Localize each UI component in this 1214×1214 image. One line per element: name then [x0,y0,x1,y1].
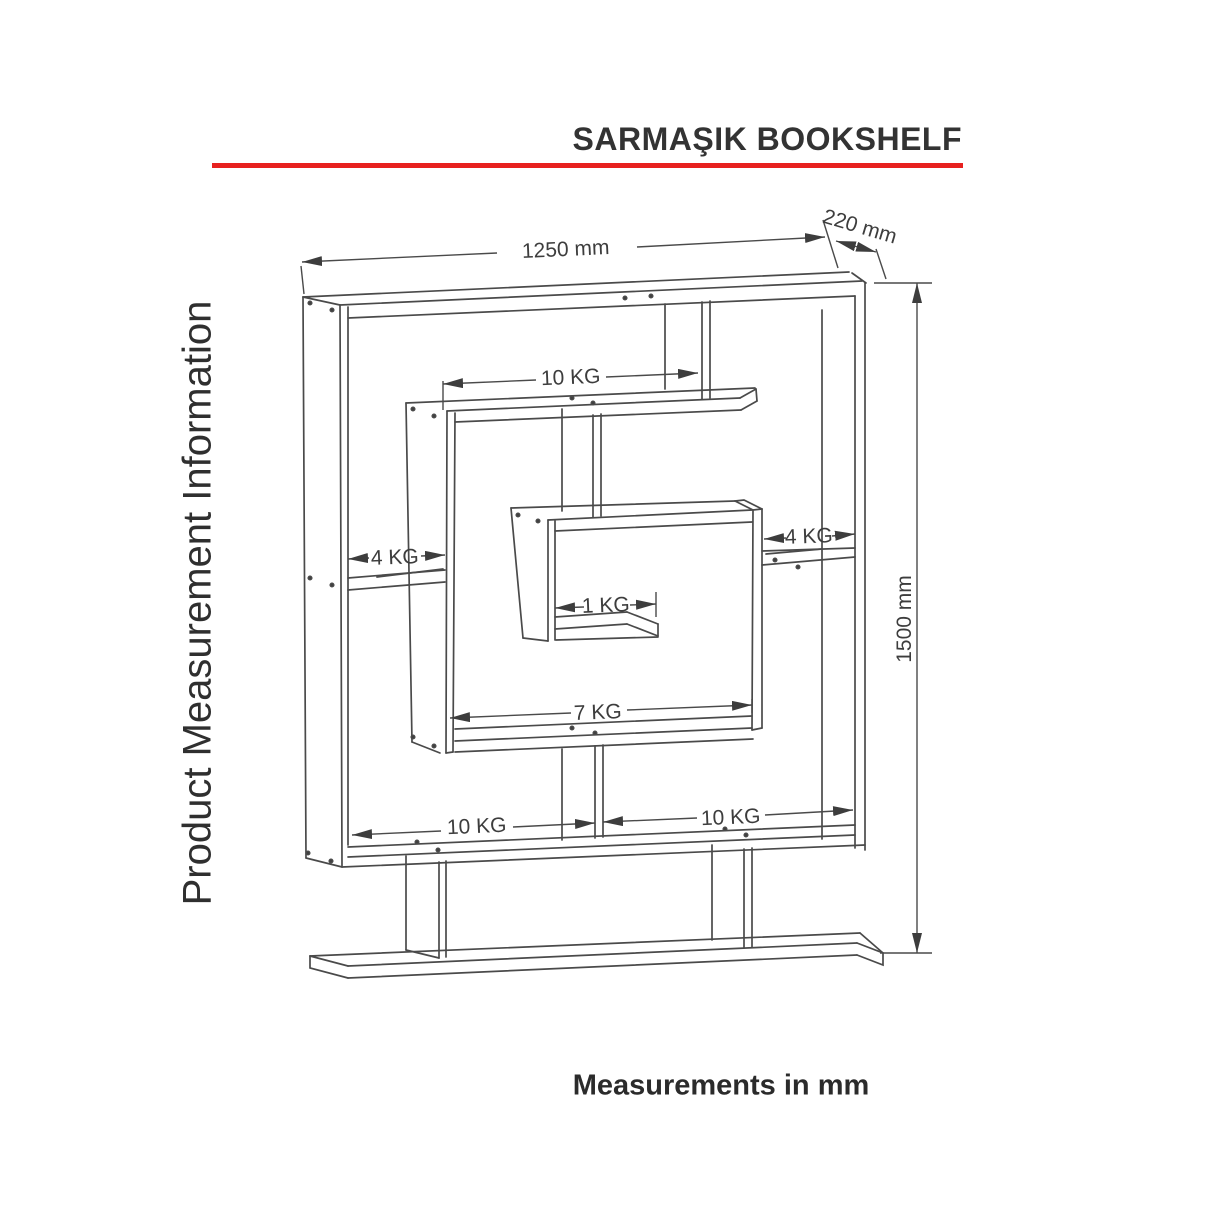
accent-divider [212,163,963,168]
weight-label-bottom-right: 10 KG [700,805,760,831]
dim-height-label: 1500 mm [893,575,916,663]
weight-label-left-shelf: 4 KG [370,545,419,570]
dim-width-label: 1250 mm [521,236,610,263]
weight-label-right-shelf: 4 KG [784,524,833,549]
weight-label-top-shelf: 10 KG [540,365,600,390]
footer-note: Measurements in mm [572,1069,870,1102]
bookshelf-drawing [302,271,884,979]
weight-label-inner-shelf: 1 KG [581,593,630,618]
weight-label-middle-shelf: 7 KG [573,700,622,725]
page-title: SARMAŞIK BOOKSHELF [572,121,962,157]
dim-depth-label: 220 mm [820,205,899,249]
dimension-lines [300,219,932,954]
weight-label-bottom-left: 10 KG [446,814,506,840]
